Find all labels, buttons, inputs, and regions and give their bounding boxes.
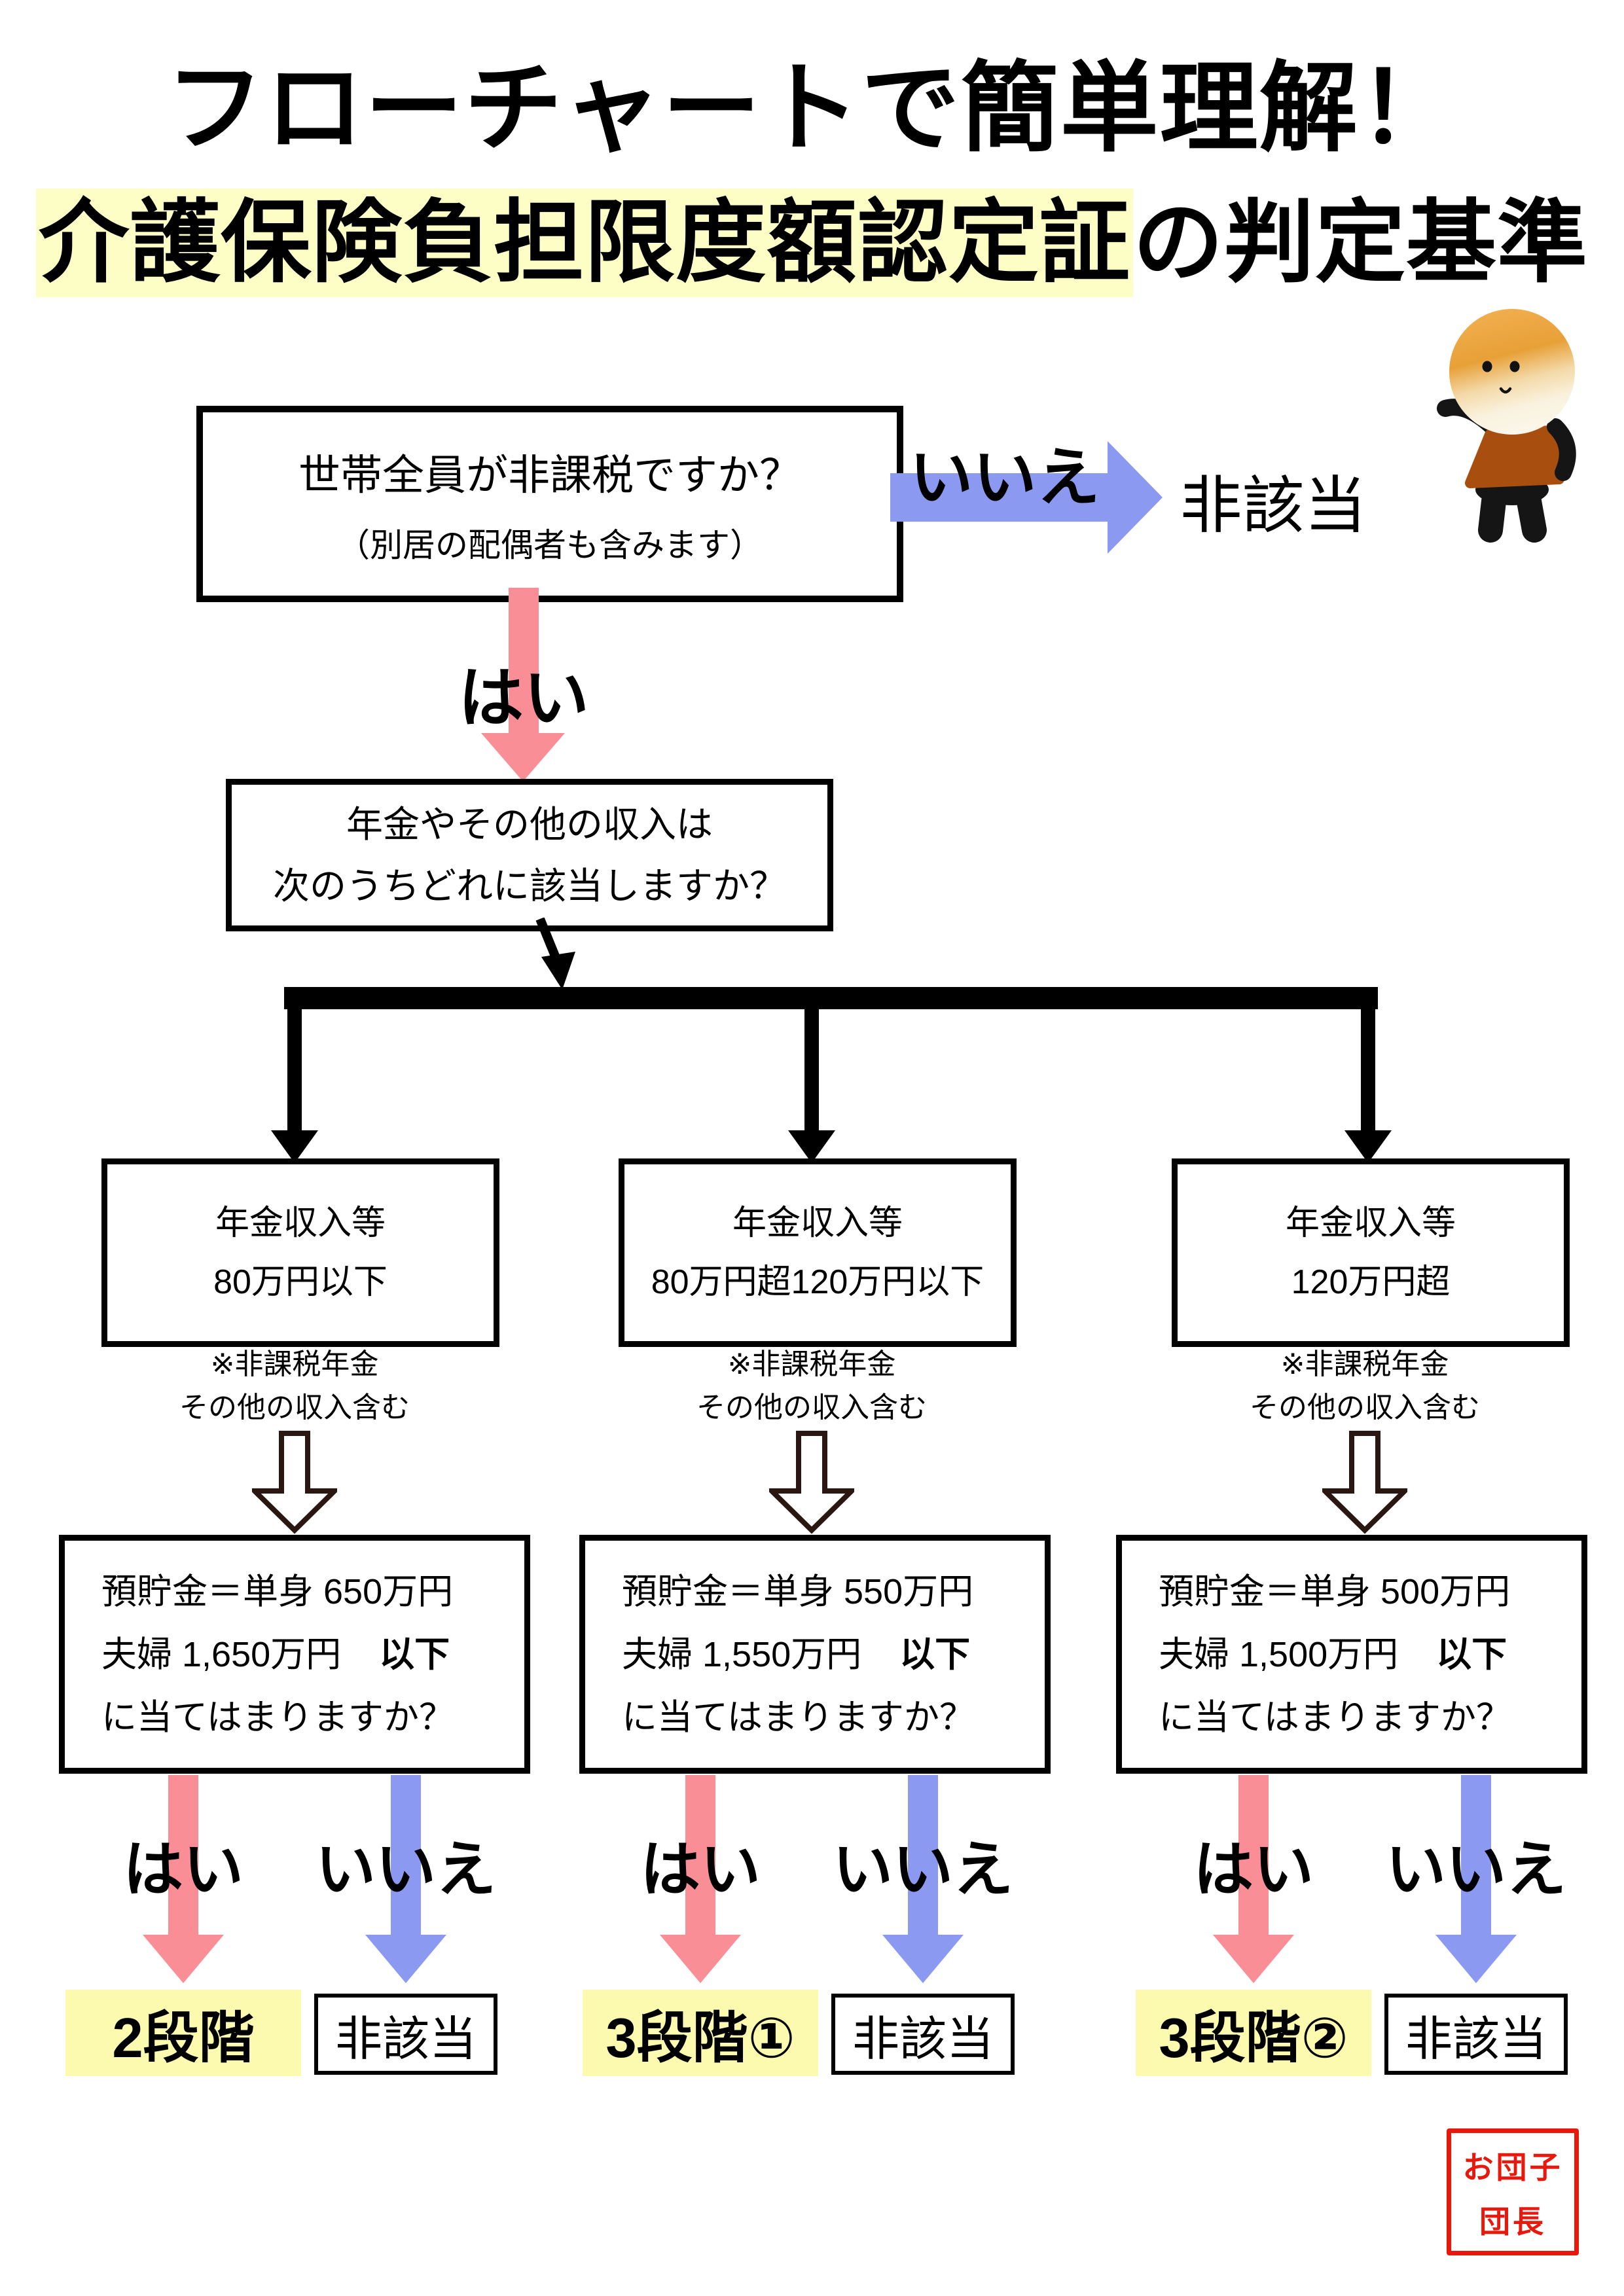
- branch-bar: [284, 987, 1378, 1009]
- savings-box-1: 預貯金＝単身 650万円 夫婦 1,650万円以下 に当てはまりますか？: [59, 1535, 530, 1774]
- no-arrow-2-head: [882, 1935, 964, 1983]
- question2-line2: 次のうちどれに該当しますか？: [273, 865, 786, 906]
- income3-line2: 120万円超: [1291, 1263, 1451, 1301]
- branch-stem-left: [287, 1009, 302, 1130]
- branch-stem-middle: [804, 1009, 819, 1130]
- stamp-line2: 団長: [1479, 2204, 1546, 2239]
- no-arrow-3-head: [1435, 1935, 1517, 1983]
- savings-box-3: 預貯金＝単身 500万円 夫婦 1,500万円以下 に当てはまりますか？: [1116, 1535, 1587, 1774]
- subtitle-highlight: 介護保険負担限度額認定証: [35, 188, 1133, 297]
- yes-arrow-1: [168, 1775, 198, 1935]
- result-yes-1: 2段階: [65, 1990, 301, 2076]
- result-no-2: 非該当: [831, 1994, 1015, 2075]
- income-note-2: ※非課税年金 その他の収入含む: [696, 1348, 927, 1424]
- dango-mascot-illustration: [1437, 309, 1576, 543]
- outline-arrow-down-1: [252, 1431, 337, 1534]
- outline-arrow-down-3: [1322, 1431, 1407, 1534]
- no-label-3: いいえ: [1385, 1837, 1566, 1903]
- mascot-mouth: [1499, 387, 1512, 394]
- result-no-1: 非該当: [314, 1994, 497, 2075]
- top-no-label: いいえ: [909, 442, 1100, 513]
- branch-head-right: [1344, 1130, 1392, 1163]
- result-no-3: 非該当: [1384, 1994, 1568, 2075]
- income-box-3: 年金収入等 120万円超: [1172, 1158, 1570, 1347]
- savings-box-2: 預貯金＝単身 550万円 夫婦 1,550万円以下 に当てはまりますか？: [579, 1535, 1051, 1774]
- income-box-2: 年金収入等 80万円超120万円以下: [619, 1158, 1017, 1347]
- yes-arrow-3: [1238, 1775, 1269, 1935]
- stamp-line1: お団子: [1462, 2150, 1563, 2185]
- subtitle-rest: の判定基準: [1133, 192, 1589, 293]
- question1-line2: （別居の配偶者も含みます）: [337, 527, 763, 564]
- yes-label-2: はい: [640, 1837, 761, 1903]
- mascot-shirt: [1465, 425, 1564, 488]
- yes-arrow-3-head: [1213, 1935, 1294, 1983]
- yes-arrow-2: [685, 1775, 715, 1935]
- result-yes-2: 3段階①: [583, 1990, 818, 2076]
- question2-box: 年金やその他の収入は 次のうちどれに該当しますか？: [226, 779, 833, 931]
- no-arrow-right: [890, 473, 1108, 522]
- yes-arrow-down: [509, 588, 539, 734]
- income-box-1: 年金収入等 80万円以下: [101, 1158, 499, 1347]
- yes-label-1: はい: [122, 1837, 244, 1903]
- branch-stem-right: [1361, 1009, 1375, 1130]
- income2-line2: 80万円超120万円以下: [651, 1263, 984, 1301]
- no-arrow-2: [908, 1775, 938, 1935]
- branch-head-middle: [788, 1130, 835, 1163]
- result-yes-3: 3段階②: [1136, 1990, 1371, 2076]
- income3-line1: 年金収入等: [1285, 1204, 1456, 1242]
- yes-arrow-down-head: [481, 733, 565, 781]
- branch-head-left: [271, 1130, 318, 1163]
- yes-arrow-1-head: [143, 1935, 224, 1983]
- income1-line2: 80万円以下: [213, 1263, 388, 1301]
- question1-box: 世帯全員が非課税ですか？ （別居の配偶者も含みます）: [196, 406, 903, 602]
- no-arrow-3: [1461, 1775, 1491, 1935]
- income-note-1: ※非課税年金 その他の収入含む: [179, 1348, 410, 1424]
- outline-arrow-down-2: [769, 1431, 854, 1534]
- top-no-result: 非該当: [1180, 471, 1367, 541]
- question2-line1: 年金やその他の収入は: [346, 803, 713, 845]
- page-subtitle: 介護保険負担限度額認定証の判定基準: [0, 169, 1624, 300]
- top-yes-label: はい: [458, 662, 589, 735]
- yes-arrow-2-head: [660, 1935, 741, 1983]
- question1-line1: 世帯全員が非課税ですか？: [298, 452, 801, 499]
- income-note-3: ※非課税年金 その他の収入含む: [1250, 1348, 1480, 1424]
- no-arrow-1: [391, 1775, 421, 1935]
- no-label-1: いいえ: [315, 1837, 496, 1903]
- yes-label-3: はい: [1193, 1837, 1314, 1903]
- income1-line1: 年金収入等: [215, 1204, 386, 1242]
- hanko-stamp: お団子 団長: [1447, 2128, 1579, 2255]
- mascot-leg: [1517, 489, 1547, 543]
- mascot-arm: [1547, 418, 1576, 481]
- mascot-head: [1449, 309, 1575, 435]
- no-arrow-right-head: [1108, 441, 1163, 554]
- flow-connector-arrow: [535, 918, 575, 990]
- income2-line1: 年金収入等: [732, 1204, 903, 1242]
- mascot-leg: [1478, 489, 1506, 543]
- no-label-2: いいえ: [832, 1837, 1013, 1903]
- page-title: フローチャートで簡単理解！: [166, 53, 1458, 163]
- no-arrow-1-head: [365, 1935, 446, 1983]
